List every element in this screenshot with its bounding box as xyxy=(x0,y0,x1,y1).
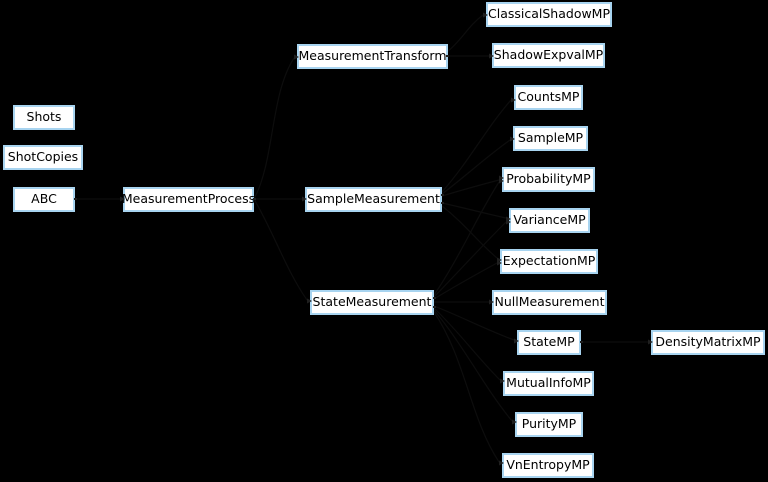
node-statemp[interactable]: StateMP xyxy=(517,330,581,355)
edge-statemeasurement-puritymp xyxy=(433,309,513,422)
node-statemeasurement[interactable]: StateMeasurement xyxy=(310,290,434,315)
edge-statemeasurement-probabilitymp xyxy=(433,181,500,296)
edge-statemeasurement-statemp xyxy=(433,305,515,341)
node-densitymatrixmp[interactable]: DensityMatrixMP xyxy=(651,330,765,355)
edge-statemeasurement-vnentropymp xyxy=(433,311,500,463)
node-shotcopies[interactable]: ShotCopies xyxy=(3,145,83,170)
edge-samplemeasurement-samplemp xyxy=(441,139,511,195)
node-samplemeasurement[interactable]: SampleMeasurement xyxy=(305,187,442,212)
node-shots[interactable]: Shots xyxy=(13,105,75,130)
node-abc[interactable]: ABC xyxy=(13,187,75,212)
node-probabilitymp[interactable]: ProbabilityMP xyxy=(502,167,595,192)
node-puritymp[interactable]: PurityMP xyxy=(515,412,583,437)
node-nullmeasurement[interactable]: NullMeasurement xyxy=(492,290,607,315)
node-countsmp[interactable]: CountsMP xyxy=(514,85,583,110)
edge-samplemeasurement-probabilitymp xyxy=(441,179,500,197)
edge-measurementprocess-measurementtransform xyxy=(253,57,295,200)
node-classicalshadowmp[interactable]: ClassicalShadowMP xyxy=(486,2,612,27)
edge-measurementtransform-classicalshadowmp xyxy=(446,14,484,53)
edge-statemeasurement-variancemp xyxy=(433,221,507,298)
edge-statemeasurement-expectationmp xyxy=(433,262,498,300)
node-measurementprocess[interactable]: MeasurementProcess xyxy=(122,187,255,212)
node-samplemp[interactable]: SampleMP xyxy=(513,126,588,151)
edge-measurementprocess-statemeasurement xyxy=(253,198,308,301)
edge-samplemeasurement-variancemp xyxy=(441,202,507,219)
node-expectationmp[interactable]: ExpectationMP xyxy=(500,249,598,274)
node-mutualinfomp[interactable]: MutualInfoMP xyxy=(503,371,594,396)
node-vnentropymp[interactable]: VnEntropyMP xyxy=(502,453,594,478)
edge-samplemeasurement-countsmp xyxy=(441,99,512,193)
node-variancemp[interactable]: VarianceMP xyxy=(509,208,590,233)
node-measurementtransform[interactable]: MeasurementTransform xyxy=(297,44,448,69)
node-shadowexpvalmp[interactable]: ShadowExpvalMP xyxy=(492,43,605,68)
edge-statemeasurement-mutualinfomp xyxy=(433,307,501,381)
